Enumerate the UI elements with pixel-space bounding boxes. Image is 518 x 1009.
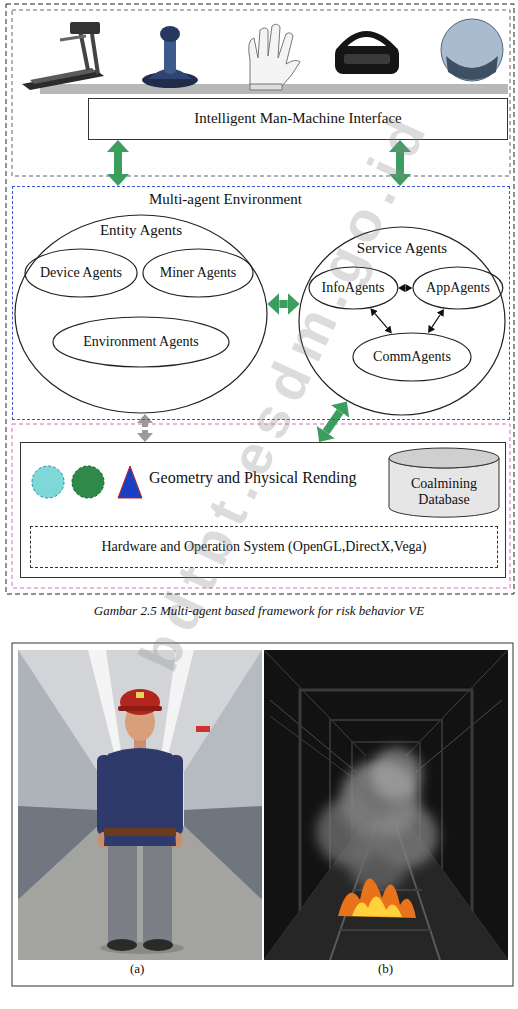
glove-icon	[249, 24, 300, 86]
ellipse-outline	[353, 333, 471, 381]
agent-group-ellipse: Entity AgentsDevice Agents Miner AgentsEn…	[14, 214, 268, 414]
agent-ellipse: Device Agents	[24, 248, 138, 298]
ellipse-outline	[25, 249, 137, 297]
geometry-triangle	[118, 466, 142, 498]
node-label: Miner Agents	[160, 265, 237, 281]
agent-ellipse: CommAgents	[352, 332, 472, 382]
treadmill-icon	[92, 34, 98, 74]
panel-letter: (a)	[130, 962, 144, 977]
node-label: Hardware and Operation System (OpenGL,Di…	[102, 539, 427, 555]
helmet-icon	[446, 56, 498, 80]
node-label: Intelligent Man-Machine Interface	[194, 110, 401, 127]
double-arrow	[279, 300, 287, 308]
geometry-circle	[72, 466, 104, 498]
geometry-circle	[32, 466, 64, 498]
node-label: Device Agents	[40, 265, 122, 281]
double-arrow	[142, 423, 148, 433]
device-region	[12, 10, 510, 176]
warning-light	[196, 726, 210, 732]
agent-ellipse: Miner Agents	[142, 248, 254, 298]
tunnel-edge	[406, 650, 508, 756]
miner-helmet	[120, 689, 160, 715]
miner-figure	[143, 846, 172, 942]
ellipse-outline	[15, 215, 267, 413]
tunnel-scene	[18, 650, 262, 960]
joystick-icon	[160, 26, 180, 42]
miner-figure	[143, 939, 173, 951]
node-label: Entity Agents	[100, 222, 182, 239]
smoke	[348, 832, 408, 892]
node-label: Coalmining Database	[402, 476, 486, 508]
treadmill-icon	[30, 68, 96, 84]
double-arrow	[432, 315, 440, 327]
double-arrow	[114, 152, 122, 174]
agent-ellipse: AppAgents	[412, 266, 504, 310]
gray-band	[40, 84, 508, 94]
miner-figure	[108, 846, 137, 942]
node-label: Multi-agent Environment	[149, 191, 302, 208]
miner-figure	[104, 748, 176, 846]
tunnel-cable	[270, 700, 356, 772]
glove-icon	[250, 84, 282, 90]
miner-figure	[104, 828, 176, 836]
double-arrow	[326, 411, 340, 432]
figure-caption: Gambar 2.5 Multi-agent based framework f…	[0, 604, 518, 619]
agent-ellipse: Environment Agents	[52, 316, 230, 368]
helmet-icon	[441, 19, 503, 81]
miner-helmet	[118, 706, 162, 711]
panel-letter: (b)	[378, 962, 393, 977]
miner-helmet	[136, 692, 144, 698]
miner-figure	[107, 939, 137, 951]
ellipse-outline	[53, 317, 229, 367]
tunnel-cable	[270, 716, 356, 780]
tunnel-floor	[264, 820, 508, 960]
rail	[340, 929, 432, 931]
treadmill-icon	[60, 36, 86, 40]
fire-scene	[264, 650, 508, 960]
ellipse-outline	[14, 214, 268, 414]
cylinder-top	[389, 448, 499, 468]
fire	[352, 896, 402, 917]
fire	[338, 878, 416, 918]
smoke	[370, 748, 422, 800]
hmd-icon	[335, 46, 399, 74]
node-label: Environment Agents	[83, 334, 199, 350]
database-cylinder: Coalmining Database	[388, 448, 500, 518]
node-label: CommAgents	[373, 349, 451, 365]
ellipse-outline	[143, 249, 253, 297]
tunnel-cable	[416, 700, 502, 772]
tunnel-floor	[18, 826, 262, 960]
node-label: AppAgents	[426, 280, 490, 296]
double-arrow	[375, 314, 387, 328]
hmd-icon	[344, 54, 390, 64]
treadmill-icon	[70, 22, 100, 34]
tunnel-edge	[264, 650, 366, 756]
photo-frame	[12, 643, 513, 986]
double-arrow	[404, 287, 406, 288]
interface-box: Intelligent Man-Machine Interface	[88, 98, 508, 140]
ellipse-outline	[413, 267, 503, 309]
system-box: Hardware and Operation System (OpenGL,Di…	[30, 526, 498, 568]
